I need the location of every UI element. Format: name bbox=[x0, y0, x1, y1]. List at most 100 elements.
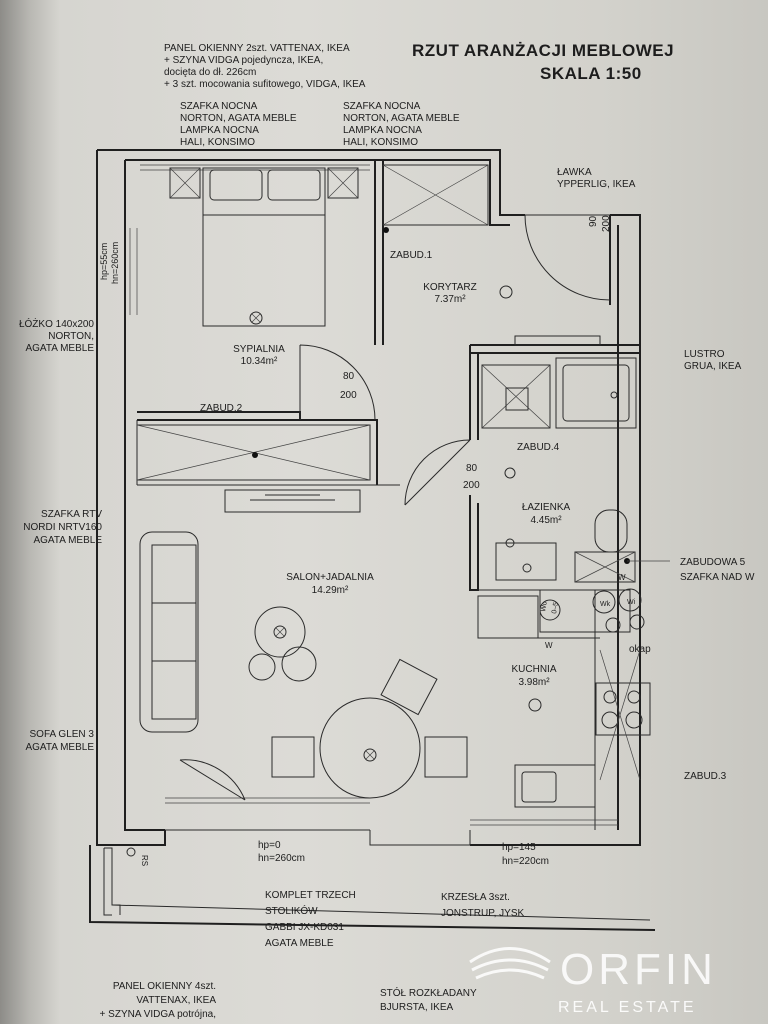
label-wo: Wo bbox=[540, 601, 549, 613]
rs-label: RS bbox=[140, 855, 149, 866]
rooms-corridor-area-text: 7.37m² bbox=[434, 294, 466, 305]
note-chairs: KRZESŁA 3szt. JONSTRUP, JYSK bbox=[441, 892, 524, 919]
built-in-2 bbox=[136, 424, 371, 481]
notes-window_panel_top-0-text: PANEL OKIENNY 2szt. VATTENAX, IKEA bbox=[164, 43, 350, 54]
notes-built_in_5-0-text: ZABUDOWA 5 bbox=[680, 557, 746, 568]
notes-chairs-0-text: KRZESŁA 3szt. bbox=[441, 892, 510, 903]
balcony-door-hp: hp=0 bbox=[258, 840, 281, 851]
balcony-door-hn: hn=260cm bbox=[258, 853, 305, 864]
entry-door-width: 90 bbox=[588, 215, 599, 227]
dining-table bbox=[271, 658, 468, 799]
room-bathroom: ŁAZIENKA 4.45m² bbox=[522, 502, 571, 526]
tv-cabinet bbox=[224, 489, 361, 513]
notes-coffee_tables-3-text: AGATA MEBLE bbox=[265, 938, 334, 949]
note-nightstand-left: SZAFKA NOCNA NORTON, AGATA MEBLE LAMPKA … bbox=[180, 101, 297, 148]
room-kitchen: KUCHNIA 3.98m² bbox=[511, 664, 557, 712]
rooms-kitchen-area-text: 3.98m² bbox=[518, 677, 550, 688]
built-in-2-label: ZABUD.2 bbox=[200, 403, 243, 414]
notes-bed-2-text: AGATA MEBLE bbox=[25, 343, 94, 354]
orfin-wave-logo-icon bbox=[469, 947, 551, 980]
note-window-panel-bottom: PANEL OKIENNY 4szt. VATTENAX, IKEA + SZY… bbox=[100, 981, 217, 1020]
hood-label: okap bbox=[629, 644, 651, 655]
room-corridor: KORYTARZ 7.37m² bbox=[423, 282, 513, 305]
notes-chairs-1-text: JONSTRUP, JYSK bbox=[441, 908, 524, 919]
notes-bench-0-text: ŁAWKA bbox=[557, 167, 592, 178]
washer-label-w1: W bbox=[618, 573, 626, 582]
rooms-bathroom-name-text: ŁAZIENKA bbox=[522, 502, 571, 513]
notes-window_panel_bottom-0-text: PANEL OKIENNY 4szt. bbox=[113, 981, 216, 992]
notes-nightstand_right-1-text: NORTON, AGATA MEBLE bbox=[343, 113, 460, 124]
kitchen-window-hn: hn=220cm bbox=[502, 856, 549, 867]
walls bbox=[96, 149, 641, 846]
notes-window_panel_bottom-1-text: VATTENAX, IKEA bbox=[136, 995, 216, 1006]
label-wi: Wi bbox=[627, 599, 636, 606]
kitchen-fixtures bbox=[477, 588, 651, 808]
notes-tv_cabinet-0-text: SZAFKA RTV bbox=[41, 509, 102, 520]
room-living: SALON+JADALNIA 14.29m² bbox=[286, 572, 374, 596]
notes-nightstand_left-2-text: LAMPKA NOCNA bbox=[180, 125, 259, 136]
notes-coffee_tables-2-text: GABBI JX-KD031 bbox=[265, 922, 344, 933]
rooms-bathroom-area-text: 4.45m² bbox=[530, 515, 562, 526]
rooms-living-area-text: 14.29m² bbox=[312, 585, 349, 596]
notes-window_panel_bottom-2-text: + SZYNA VIDGA potrójna, bbox=[100, 1009, 216, 1020]
notes-window_panel_top-2-text: docięta do dł. 226cm bbox=[164, 67, 256, 78]
watermark-sub-text: REAL ESTATE bbox=[558, 999, 697, 1016]
bathroom-door-height: 200 bbox=[463, 480, 480, 491]
notes-coffee_tables-0-text: KOMPLET TRZECH bbox=[265, 890, 356, 901]
coffee-tables bbox=[248, 606, 317, 682]
notes-bed-0-text: ŁÓŻKO 140x200 bbox=[19, 317, 94, 330]
notes-tv_cabinet-1-text: NORDI NRTV160 bbox=[23, 522, 102, 533]
note-sofa: SOFA GLEN 3 AGATA MEBLE bbox=[25, 729, 94, 753]
notes-nightstand_left-0-text: SZAFKA NOCNA bbox=[180, 101, 258, 112]
room-bedroom: SYPIALNIA 10.34m² bbox=[233, 344, 285, 367]
rooms-living-name-text: SALON+JADALNIA bbox=[286, 572, 374, 583]
note-window-panel-top: PANEL OKIENNY 2szt. VATTENAX, IKEA + SZY… bbox=[164, 43, 366, 90]
notes-window_panel_top-1-text: + SZYNA VIDGA pojedyncza, IKEA, bbox=[164, 55, 323, 66]
notes-nightstand_left-3-text: HALI, KONSIMO bbox=[180, 137, 255, 148]
bedroom-door-height: 200 bbox=[340, 390, 357, 401]
bedroom-window-hp: hp=55cm bbox=[99, 243, 109, 280]
rooms-kitchen-name-text: KUCHNIA bbox=[511, 664, 556, 675]
notes-nightstand_right-2-text: LAMPKA NOCNA bbox=[343, 125, 422, 136]
rooms-bedroom-area-text: 10.34m² bbox=[241, 356, 278, 367]
built-in-1-label: ZABUD.1 bbox=[390, 250, 433, 261]
notes-bench-1-text: YPPERLIG, IKEA bbox=[557, 179, 636, 190]
notes-coffee_tables-1-text: STOLIKÓW bbox=[265, 904, 318, 917]
bedroom-window-hn: hn=260cm bbox=[110, 242, 120, 284]
notes-tv_cabinet-2-text: AGATA MEBLE bbox=[33, 535, 102, 546]
notes-bed-1-text: NORTON, bbox=[48, 331, 94, 342]
notes-window_panel_top-3-text: + 3 szt. mocowania sufitowego, VIDGA, IK… bbox=[164, 79, 366, 90]
note-table: STÓŁ ROZKŁADANY BJURSTA, IKEA bbox=[380, 986, 477, 1013]
note-bench: ŁAWKA YPPERLIG, IKEA bbox=[557, 167, 636, 190]
plan-title: RZUT ARANŻACJI MEBLOWEJ bbox=[412, 41, 674, 60]
built-in-4-label: ZABUD.4 bbox=[517, 442, 560, 453]
nightstands bbox=[169, 167, 359, 199]
note-tv-cabinet: SZAFKA RTV NORDI NRTV160 AGATA MEBLE bbox=[23, 509, 102, 546]
rooms-corridor-name-text: KORYTARZ bbox=[423, 282, 477, 293]
notes-sofa-0-text: SOFA GLEN 3 bbox=[30, 729, 95, 740]
bed bbox=[202, 167, 326, 327]
notes-mirror-1-text: GRUA, IKEA bbox=[684, 361, 742, 372]
notes-built_in_5-1-text: SZAFKA NAD W bbox=[680, 572, 755, 583]
doors bbox=[179, 214, 611, 801]
notes-mirror-0-text: LUSTRO bbox=[684, 349, 725, 360]
note-nightstand-right: SZAFKA NOCNA NORTON, AGATA MEBLE LAMPKA … bbox=[343, 101, 460, 148]
balcony: RS bbox=[89, 845, 656, 931]
bathroom-fixtures bbox=[481, 357, 670, 583]
built-in-1 bbox=[382, 164, 489, 233]
notes-nightstand_right-3-text: HALI, KONSIMO bbox=[343, 137, 418, 148]
notes-sofa-1-text: AGATA MEBLE bbox=[25, 742, 94, 753]
washer-label-w2: W bbox=[545, 641, 553, 650]
note-built-in-3: ZABUD.3 bbox=[684, 771, 727, 782]
label-wk: Wk bbox=[600, 601, 611, 608]
plan-scale: SKALA 1:50 bbox=[540, 64, 642, 83]
note-built-in-5: ZABUDOWA 5 SZAFKA NAD W bbox=[680, 557, 755, 583]
bathroom-door-width: 80 bbox=[466, 463, 478, 474]
bedroom-door-width: 80 bbox=[343, 371, 355, 382]
notes-nightstand_left-1-text: NORTON, AGATA MEBLE bbox=[180, 113, 297, 124]
label-wo-sub: 0–5 bbox=[551, 602, 560, 615]
notes-table-0-text: STÓŁ ROZKŁADANY bbox=[380, 986, 477, 999]
sofa-drawing bbox=[139, 531, 199, 733]
